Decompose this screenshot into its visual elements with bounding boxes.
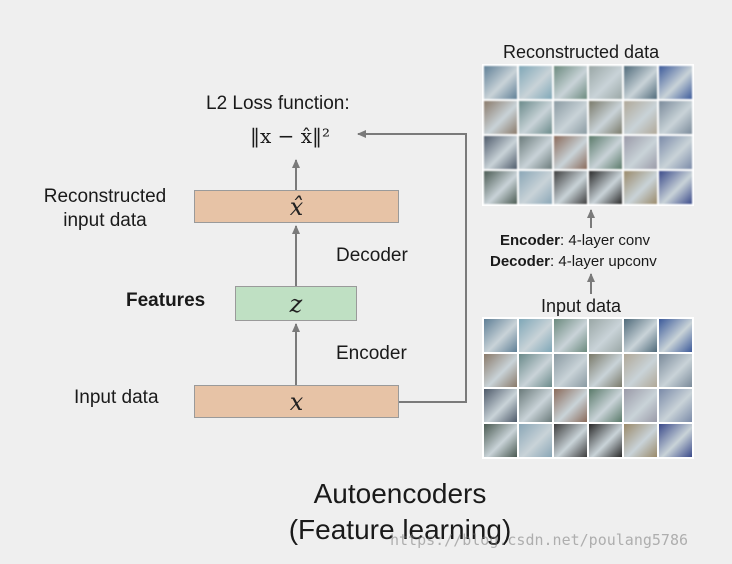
reconstructed-label-line2: input data <box>63 210 147 231</box>
thumbnail-image <box>589 354 622 387</box>
thumbnail-image <box>554 424 587 457</box>
thumbnail-image <box>659 66 692 99</box>
decoder-label: Decoder <box>336 245 408 266</box>
thumbnail-image <box>589 66 622 99</box>
thumbnail-image <box>554 171 587 204</box>
thumbnail-image <box>659 389 692 422</box>
thumbnail-image <box>659 424 692 457</box>
thumbnail-image <box>624 319 657 352</box>
thumbnail-image <box>624 389 657 422</box>
reconstructed-input-label: Reconstructed input data <box>30 185 180 233</box>
features-box: z <box>235 286 357 321</box>
thumbnail-image <box>589 389 622 422</box>
thumbnail-image <box>554 66 587 99</box>
input-symbol: x <box>289 387 304 416</box>
thumbnail-image <box>519 171 552 204</box>
thumbnail-image <box>519 101 552 134</box>
thumbnail-image <box>624 354 657 387</box>
thumbnail-image <box>624 136 657 169</box>
thumbnail-image <box>554 389 587 422</box>
thumbnail-image <box>519 319 552 352</box>
encoder-desc: : 4-layer conv <box>560 232 651 249</box>
thumbnail-image <box>659 136 692 169</box>
input-data-label: Input data <box>74 387 159 408</box>
features-label: Features <box>126 290 206 311</box>
arrow-input-to-loss <box>357 130 467 403</box>
thumbnail-image <box>554 354 587 387</box>
input-box: x <box>194 385 399 418</box>
features-symbol: z <box>289 289 303 318</box>
thumbnail-image <box>519 389 552 422</box>
reconstructed-label-line1: Reconstructed <box>43 186 167 207</box>
loss-formula: ‖x − x̂‖² <box>250 124 331 148</box>
encoder-description: Encoder: 4-layer conv <box>500 232 650 249</box>
thumbnail-image <box>484 101 517 134</box>
thumbnail-image <box>484 319 517 352</box>
thumbnail-image <box>554 136 587 169</box>
thumbnail-image <box>624 171 657 204</box>
thumbnail-image <box>624 101 657 134</box>
thumbnail-image <box>589 101 622 134</box>
thumbnail-image <box>484 136 517 169</box>
loss-title: L2 Loss function: <box>206 93 350 114</box>
thumbnail-image <box>519 66 552 99</box>
thumbnail-image <box>519 136 552 169</box>
reconstruction-box: x̂ <box>194 190 399 223</box>
thumbnail-image <box>554 101 587 134</box>
thumbnail-image <box>519 424 552 457</box>
decoder-bold: Decoder <box>490 253 551 270</box>
encoder-bold: Encoder <box>500 232 561 249</box>
encoder-label: Encoder <box>336 343 407 364</box>
reconstruction-symbol: x̂ <box>289 192 304 221</box>
thumbnail-image <box>624 424 657 457</box>
thumbnail-image <box>659 101 692 134</box>
reconstructed-data-title: Reconstructed data <box>503 42 660 62</box>
decoder-description: Decoder: 4-layer upconv <box>490 253 657 270</box>
watermark: https://blog.csdn.net/poulang5786 <box>390 531 689 549</box>
thumbnail-image <box>589 171 622 204</box>
footer-title: Autoencoders (Feature learning) <box>250 476 550 548</box>
thumbnail-image <box>484 354 517 387</box>
thumbnail-image <box>484 66 517 99</box>
footer-title-line1: Autoencoders <box>313 478 487 509</box>
thumbnail-image <box>484 171 517 204</box>
input-image-grid <box>482 317 694 459</box>
thumbnail-image <box>659 171 692 204</box>
footer-title-line2: (Feature learning) <box>288 514 512 545</box>
thumbnail-image <box>659 354 692 387</box>
input-data-title: Input data <box>541 296 622 316</box>
reconstructed-image-grid <box>482 64 694 206</box>
decoder-desc: : 4-layer upconv <box>550 253 657 270</box>
thumbnail-image <box>589 319 622 352</box>
thumbnail-image <box>589 136 622 169</box>
thumbnail-image <box>554 319 587 352</box>
thumbnail-image <box>624 66 657 99</box>
thumbnail-image <box>484 389 517 422</box>
thumbnail-image <box>484 424 517 457</box>
thumbnail-image <box>589 424 622 457</box>
thumbnail-image <box>519 354 552 387</box>
thumbnail-image <box>659 319 692 352</box>
